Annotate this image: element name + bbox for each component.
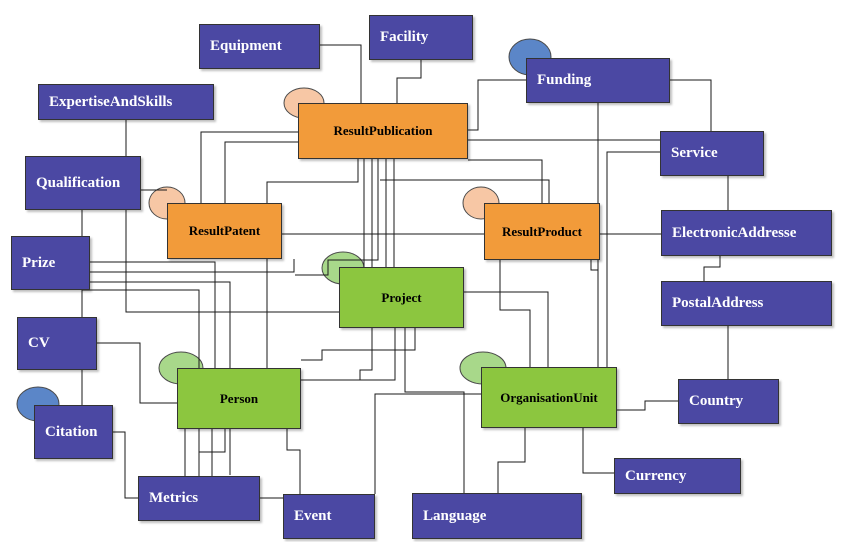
entity-postal-address[interactable]: PostalAddress bbox=[661, 281, 832, 326]
entity-citation[interactable]: Citation bbox=[34, 405, 113, 459]
relationship-line bbox=[703, 256, 721, 281]
relationship-line bbox=[90, 259, 295, 273]
entity-label: Project bbox=[381, 289, 422, 305]
relationship-line bbox=[617, 400, 678, 411]
entity-electronic-addresse[interactable]: ElectronicAddresse bbox=[661, 210, 832, 256]
entity-event[interactable]: Event bbox=[283, 494, 375, 539]
entity-label: PostalAddress bbox=[672, 295, 764, 311]
relationship-line bbox=[590, 260, 599, 280]
entity-country[interactable]: Country bbox=[678, 379, 779, 424]
entity-project[interactable]: Project bbox=[339, 267, 464, 328]
relationship-line bbox=[499, 260, 531, 367]
relationship-line bbox=[497, 428, 526, 493]
entity-prize[interactable]: Prize bbox=[11, 236, 90, 290]
entity-currency[interactable]: Currency bbox=[614, 458, 741, 494]
entity-expertise-and-skills[interactable]: ExpertiseAndSkills bbox=[38, 84, 214, 120]
entity-label: Prize bbox=[22, 254, 56, 271]
entity-organisation-unit[interactable]: OrganisationUnit bbox=[481, 367, 617, 428]
entity-result-patent[interactable]: ResultPatent bbox=[167, 203, 282, 259]
entity-cv[interactable]: CV bbox=[17, 317, 97, 370]
entity-label: ExpertiseAndSkills bbox=[49, 93, 173, 110]
entity-label: ResultPublication bbox=[333, 123, 433, 138]
relationship-line bbox=[301, 328, 396, 381]
entity-qualification[interactable]: Qualification bbox=[25, 156, 141, 210]
entity-result-publication[interactable]: ResultPublication bbox=[298, 103, 468, 159]
entity-label: ResultProduct bbox=[502, 223, 582, 239]
entity-equipment[interactable]: Equipment bbox=[199, 24, 320, 69]
entity-label: Person bbox=[219, 390, 259, 406]
relationship-line bbox=[396, 60, 422, 103]
entity-metrics[interactable]: Metrics bbox=[138, 476, 260, 521]
relationship-line bbox=[301, 328, 416, 361]
relationship-line bbox=[200, 131, 298, 203]
entity-label: Currency bbox=[625, 467, 687, 484]
entity-service[interactable]: Service bbox=[660, 131, 764, 176]
entity-label: Country bbox=[689, 393, 744, 409]
entity-label: Qualification bbox=[36, 174, 121, 191]
relationship-line bbox=[90, 261, 216, 368]
relationship-line bbox=[224, 141, 298, 203]
relationship-line bbox=[606, 151, 660, 367]
entity-label: Citation bbox=[45, 423, 98, 440]
relationship-line bbox=[97, 342, 177, 404]
relationship-line bbox=[286, 429, 301, 494]
entity-label: OrganisationUnit bbox=[500, 389, 598, 405]
relationship-line bbox=[295, 159, 379, 276]
entity-facility[interactable]: Facility bbox=[369, 15, 473, 60]
entity-label: Service bbox=[671, 145, 718, 161]
relationship-lines bbox=[81, 44, 729, 499]
relationship-line bbox=[468, 79, 526, 131]
relationship-line bbox=[380, 179, 550, 203]
entity-label: Facility bbox=[380, 29, 429, 45]
relationship-line bbox=[374, 393, 481, 494]
relationship-line bbox=[125, 210, 339, 313]
relationship-line bbox=[266, 159, 359, 368]
entity-result-product[interactable]: ResultProduct bbox=[484, 203, 600, 260]
entity-label: Metrics bbox=[149, 490, 199, 506]
entity-label: Language bbox=[423, 507, 487, 524]
relationship-line bbox=[404, 328, 465, 493]
entity-label: CV bbox=[28, 335, 50, 351]
relationship-line bbox=[468, 159, 543, 203]
relationship-line bbox=[320, 44, 362, 103]
relationship-line bbox=[359, 159, 373, 380]
entity-person[interactable]: Person bbox=[177, 368, 301, 429]
entity-funding[interactable]: Funding bbox=[526, 58, 670, 103]
entity-label: ResultPatent bbox=[188, 223, 261, 238]
relationship-line bbox=[670, 79, 712, 131]
entity-label: ElectronicAddresse bbox=[672, 224, 797, 241]
relationship-line bbox=[113, 431, 138, 499]
relationship-line bbox=[464, 291, 549, 367]
entity-label: Funding bbox=[537, 72, 592, 88]
relationship-line bbox=[582, 428, 614, 474]
entity-language[interactable]: Language bbox=[412, 493, 582, 539]
entity-label: Event bbox=[294, 508, 332, 524]
entity-label: Equipment bbox=[210, 38, 282, 54]
